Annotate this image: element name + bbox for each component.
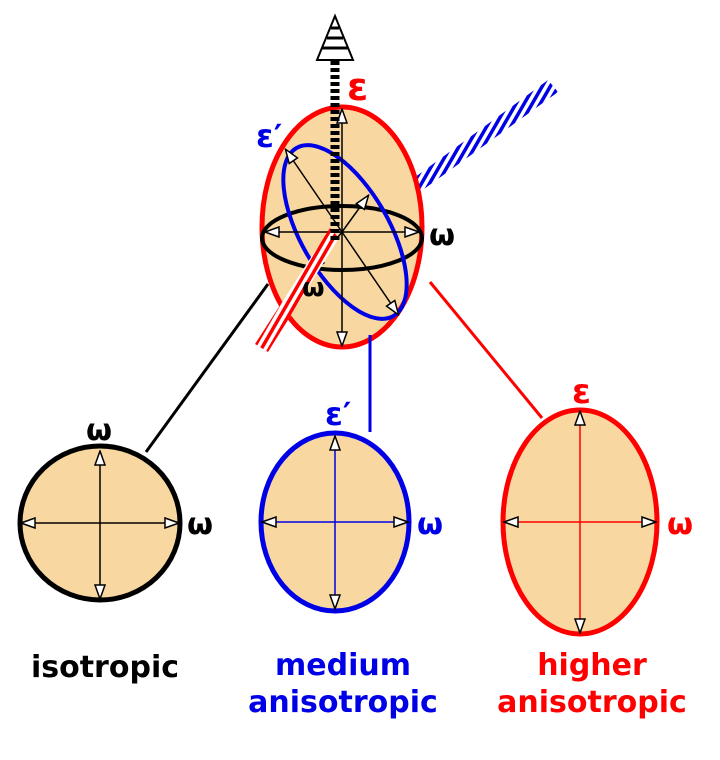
label-omega-front: ω — [302, 273, 325, 303]
red-optic-axis — [255, 228, 339, 352]
med-label-epsilon-prime: ε′ — [325, 395, 351, 433]
label-epsilon-top: ε — [347, 65, 368, 109]
high-label-omega: ω — [667, 507, 693, 542]
caption-higher-line2: anisotropic — [497, 685, 687, 720]
high-label-epsilon: ε — [572, 372, 591, 412]
label-epsilon-prime-top: ε′ — [256, 117, 282, 155]
isotropic-indicatrix: ω ω — [17, 413, 213, 603]
connector-higher — [428, 281, 544, 419]
connector-isotropic — [144, 283, 270, 453]
caption-isotropic: isotropic — [31, 650, 179, 685]
label-omega-right: ω — [429, 218, 455, 253]
med-label-omega: ω — [417, 507, 443, 542]
iso-label-omega-right: ω — [187, 507, 213, 542]
caption-medium-line1: medium — [275, 648, 411, 683]
iso-label-omega-top: ω — [86, 413, 112, 448]
medium-indicatrix: ε′ ω — [258, 395, 443, 614]
arrow-omega-back — [341, 196, 368, 233]
caption-higher-line1: higher — [537, 648, 647, 683]
caption-medium-line2: anisotropic — [248, 685, 438, 720]
higher-indicatrix: ε ω — [500, 372, 693, 637]
arrow-eprime-down — [341, 231, 398, 314]
main-indicatrix: ε ε′ ω ω — [255, 13, 558, 352]
